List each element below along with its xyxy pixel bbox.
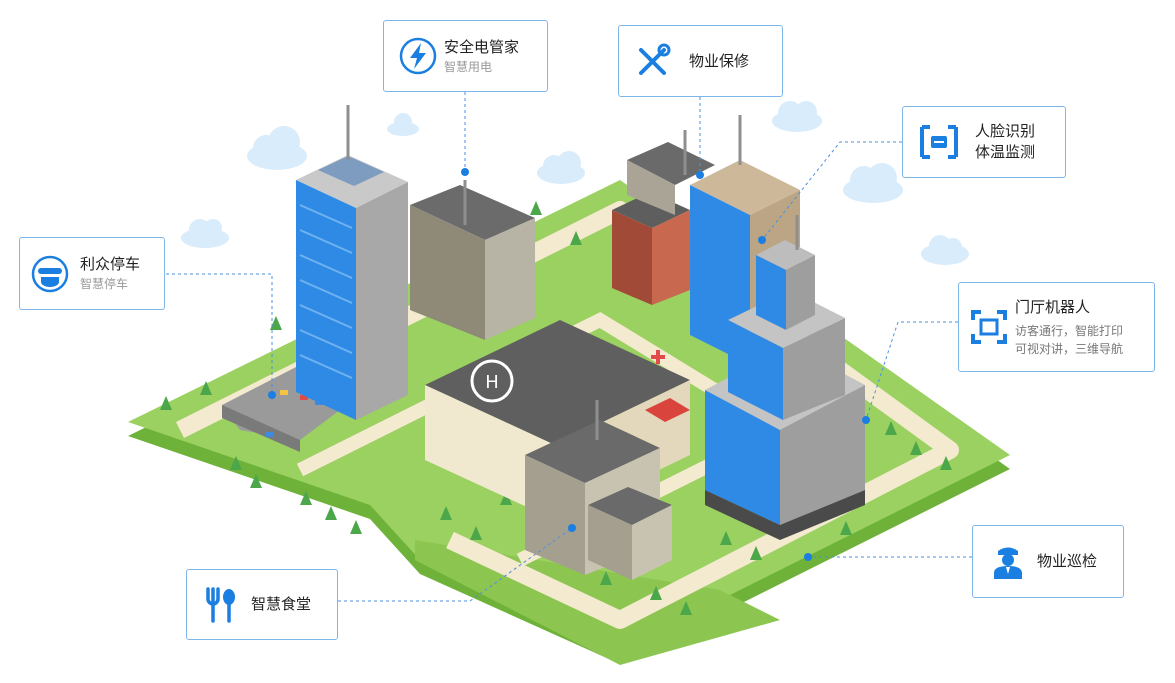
electric-subtitle: 智慧用电 [444, 59, 493, 74]
brick-building [612, 142, 715, 305]
property-repair-card[interactable]: 物业保修 [618, 25, 783, 97]
fork-spoon-icon [195, 580, 245, 630]
smart-parking-card[interactable]: 利众停车 智慧停车 [19, 237, 165, 310]
connector-dots [268, 168, 870, 561]
clouds [181, 101, 969, 265]
parking-title: 利众停车 [80, 255, 141, 273]
robot-title: 门厅机器人 [1015, 297, 1091, 316]
face-scan-icon [913, 116, 965, 168]
parking-barrier-icon [26, 250, 74, 298]
patrol-title: 物业巡检 [1037, 552, 1098, 570]
lightning-bolt-icon [392, 30, 444, 82]
repair-title: 物业保修 [689, 51, 750, 70]
robot-desc-line2: 可视对讲，三维导航 [1015, 341, 1124, 356]
property-patrol-card[interactable]: 物业巡检 [972, 525, 1124, 598]
canteen-title: 智慧食堂 [251, 595, 312, 613]
front-apartment-building [525, 400, 672, 580]
smart-canteen-card[interactable]: 智慧食堂 [186, 569, 338, 640]
svg-text:H: H [485, 372, 499, 393]
face-title-line2: 体温监测 [975, 143, 1036, 161]
parking-subtitle: 智慧停车 [80, 277, 129, 291]
face-title-line1: 人脸识别 [975, 122, 1036, 140]
connector-lines [166, 92, 972, 602]
face-recognition-card[interactable]: 人脸识别 体温监测 [902, 106, 1066, 178]
electric-safety-card[interactable]: 安全电管家 智慧用电 [383, 20, 548, 92]
grey-office-building [410, 180, 535, 340]
security-guard-icon [983, 537, 1033, 587]
scan-frame-icon [963, 301, 1015, 353]
lobby-robot-card[interactable]: 门厅机器人 访客通行，智能打印 可视对讲，三维导航 [958, 282, 1155, 372]
tall-glass-tower [296, 105, 408, 420]
electric-title: 安全电管家 [444, 37, 520, 56]
wrench-screwdriver-icon [627, 35, 679, 87]
trees [160, 201, 952, 615]
robot-desc-line1: 访客通行，智能打印 [1015, 323, 1124, 338]
stepped-glass-tower [705, 215, 865, 540]
